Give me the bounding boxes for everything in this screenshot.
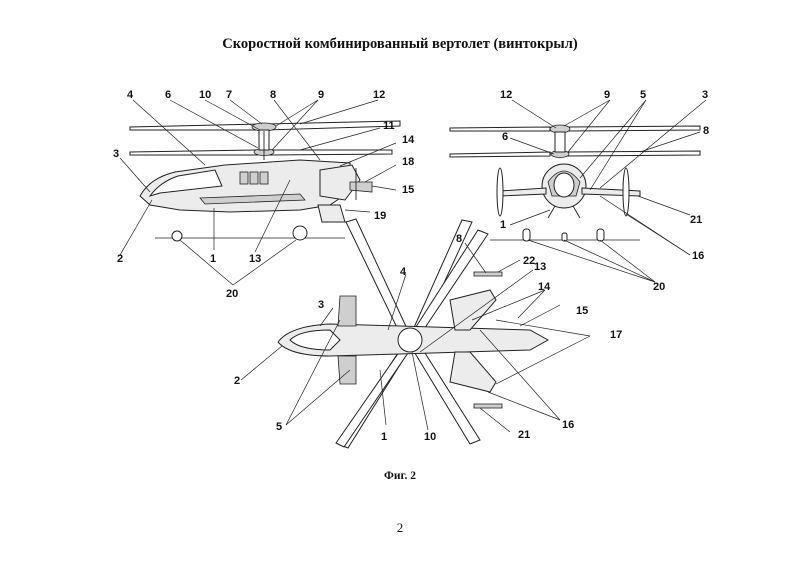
wheel-main xyxy=(292,225,308,241)
label-14: 14 xyxy=(538,281,551,293)
top-view-labels: 8 22 13 4 14 3 15 17 2 5 1 10 21 16 xyxy=(234,233,622,443)
label-1: 1 xyxy=(210,253,216,265)
front-view xyxy=(449,124,701,242)
label-2: 2 xyxy=(234,375,240,387)
label-18: 18 xyxy=(402,156,414,168)
label-10: 10 xyxy=(424,431,436,443)
label-9: 9 xyxy=(318,89,324,101)
label-15: 15 xyxy=(576,305,588,317)
label-7: 7 xyxy=(226,89,232,101)
label-12: 12 xyxy=(500,89,512,101)
wheel-front xyxy=(171,230,183,242)
label-13: 13 xyxy=(249,253,261,265)
label-3: 3 xyxy=(318,299,324,311)
label-21: 21 xyxy=(518,429,530,441)
front-view-labels: 12 9 5 3 6 8 21 1 16 20 xyxy=(500,89,709,293)
label-21: 21 xyxy=(690,214,702,226)
label-1: 1 xyxy=(381,431,387,443)
label-10: 10 xyxy=(199,89,211,101)
label-16: 16 xyxy=(692,250,704,262)
label-11: 11 xyxy=(383,120,395,132)
page-number: 2 xyxy=(396,520,404,535)
label-1: 1 xyxy=(500,219,506,231)
label-12: 12 xyxy=(373,89,385,101)
label-3: 3 xyxy=(113,148,119,160)
top-view xyxy=(277,218,550,449)
label-19: 19 xyxy=(374,210,386,222)
label-6: 6 xyxy=(502,131,508,143)
label-17: 17 xyxy=(610,329,622,341)
label-15: 15 xyxy=(402,184,414,196)
top-leaders xyxy=(240,242,591,433)
label-20: 20 xyxy=(226,288,238,300)
label-9: 9 xyxy=(604,89,610,101)
label-4: 4 xyxy=(400,266,407,278)
page-title: Скоростной комбинированный вертолет (вин… xyxy=(222,36,578,52)
label-4: 4 xyxy=(127,89,134,101)
label-22: 22 xyxy=(523,255,535,267)
label-14: 14 xyxy=(402,134,415,146)
side-view-labels: 4 6 10 7 8 9 12 11 14 18 15 19 13 1 2 3 … xyxy=(113,89,415,300)
front-leaders xyxy=(509,99,707,283)
label-5: 5 xyxy=(276,421,282,433)
label-6: 6 xyxy=(165,89,171,101)
label-16: 16 xyxy=(562,419,574,431)
label-3: 3 xyxy=(702,89,708,101)
label-2: 2 xyxy=(117,253,123,265)
label-8: 8 xyxy=(703,125,709,137)
side-view xyxy=(129,120,401,242)
side-leaders xyxy=(119,99,397,286)
label-20: 20 xyxy=(653,281,665,293)
label-8: 8 xyxy=(270,89,276,101)
label-5: 5 xyxy=(640,89,646,101)
label-13: 13 xyxy=(534,261,546,273)
label-8: 8 xyxy=(456,233,462,245)
figure-caption: Фиг. 2 xyxy=(384,470,416,482)
